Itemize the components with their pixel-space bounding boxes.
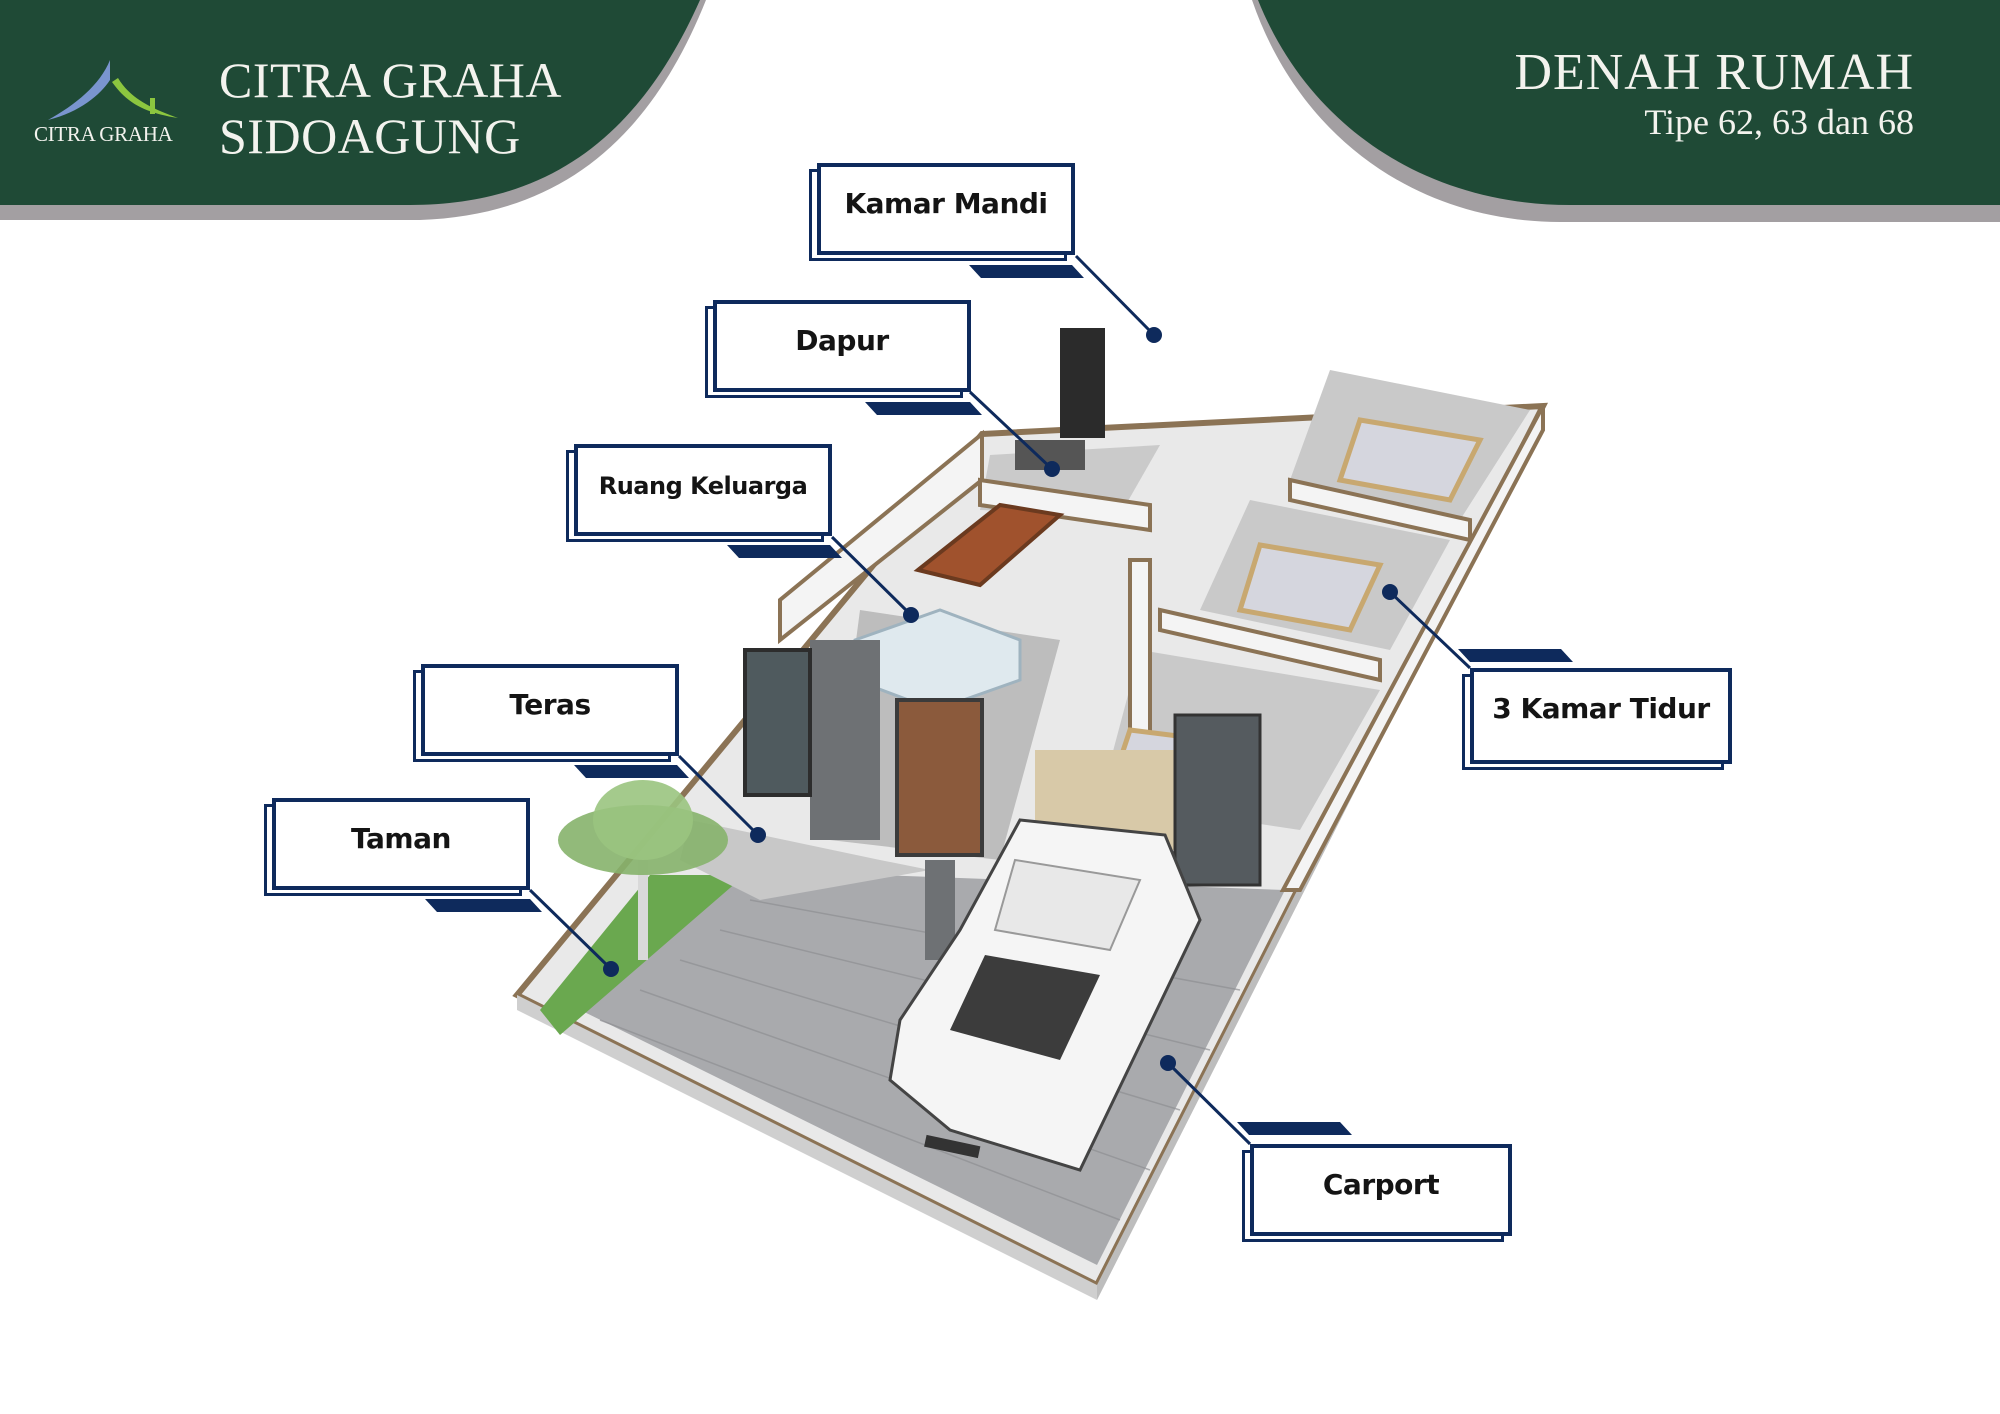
marker-kamar-mandi: [1146, 327, 1162, 343]
header-right-band: [1258, 0, 2000, 205]
label-text: Taman: [351, 822, 451, 855]
base-side: [517, 995, 1097, 1300]
label-kamar-mandi: Kamar Mandi: [817, 163, 1075, 255]
label-text: Ruang Keluarga: [598, 472, 808, 500]
page-title: DENAH RUMAH Tipe 62, 63 dan 68: [1514, 44, 1914, 142]
label-text: Kamar Mandi: [844, 187, 1048, 220]
brand-title: CITRA GRAHA SIDOAGUNG: [219, 52, 562, 164]
leader-dapur: [968, 390, 1054, 471]
label-bar-carport: [1237, 1122, 1352, 1135]
marker-ruang-keluarga: [903, 607, 919, 623]
dining-table-icon: [913, 502, 1065, 588]
wall-right-mid: [1279, 405, 1545, 892]
brand-line-1: CITRA GRAHA: [219, 52, 563, 108]
leader-taman: [528, 888, 613, 971]
leader-ruang-keluarga: [830, 535, 913, 617]
bed-1-icon: [1336, 417, 1484, 503]
title: DENAH RUMAH: [1514, 44, 1914, 101]
wall-kitchen: [978, 477, 1152, 533]
subtitle: Tipe 62, 63 dan 68: [1644, 102, 1914, 142]
label-carport: Carport: [1250, 1144, 1512, 1236]
label-bar-dapur: [865, 402, 982, 415]
label-bar-kamar-tidur: [1458, 649, 1573, 662]
label-bar-kamar-mandi: [969, 265, 1084, 278]
side-door-icon: [1173, 713, 1262, 887]
header-left-band: [0, 0, 700, 205]
logo-text: CITRA GRAHA: [34, 122, 173, 146]
label-text: Teras: [509, 688, 591, 721]
car-icon: [888, 818, 1202, 1172]
front-door-icon: [895, 698, 984, 857]
front-wall-panel: [810, 640, 880, 840]
label-text: Dapur: [795, 324, 889, 357]
marker-taman: [603, 961, 619, 977]
marker-teras: [750, 827, 766, 843]
label-bar-ruang-keluarga: [727, 545, 842, 558]
leader-teras: [677, 754, 760, 837]
label-taman: Taman: [272, 798, 530, 890]
label-text: 3 Kamar Tidur: [1492, 692, 1710, 725]
label-kamar-tidur: 3 Kamar Tidur: [1470, 668, 1732, 764]
terrace-floor: [680, 820, 930, 900]
brand-line-2: SIDOAGUNG: [219, 108, 521, 164]
leader-carport: [1166, 1061, 1252, 1146]
label-teras: Teras: [421, 664, 679, 756]
wall-left: [778, 429, 984, 645]
leader-kamar-mandi: [1074, 254, 1156, 337]
label-bar-taman: [425, 899, 542, 912]
leader-kamar-tidur: [1388, 590, 1472, 670]
label-text: Carport: [1322, 1168, 1440, 1201]
label-dapur: Dapur: [713, 300, 971, 392]
marker-kamar-tidur: [1382, 584, 1398, 600]
label-ruang-keluarga: Ruang Keluarga: [574, 444, 832, 536]
marker-dapur: [1044, 461, 1060, 477]
marker-carport: [1160, 1055, 1176, 1071]
label-bar-teras: [574, 765, 689, 778]
palm-tree-icon: [558, 780, 728, 960]
logo-icon: [48, 60, 178, 120]
fridge-icon: [1060, 328, 1105, 438]
bed-2-icon: [1236, 542, 1384, 633]
window-icon: [743, 648, 812, 797]
wall-bedroom-2: [1158, 607, 1382, 683]
